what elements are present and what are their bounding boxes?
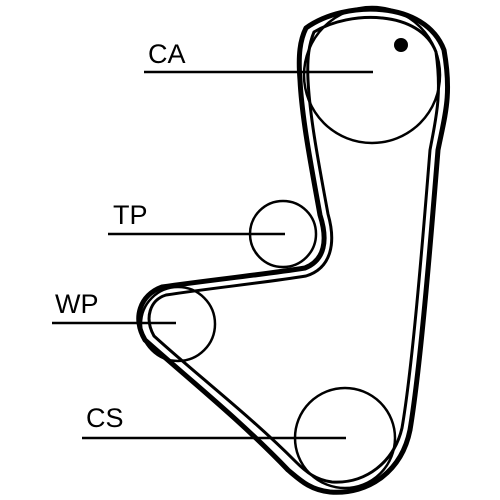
timing-belt-outer xyxy=(136,6,451,495)
label-tp: TP xyxy=(113,200,148,230)
label-cs: CS xyxy=(86,403,124,433)
label-wp: WP xyxy=(55,289,99,319)
camshaft-timing-mark xyxy=(394,38,408,52)
label-ca: CA xyxy=(148,39,186,69)
timing-belt-inner xyxy=(147,16,440,484)
camshaft-pulley xyxy=(302,5,442,145)
